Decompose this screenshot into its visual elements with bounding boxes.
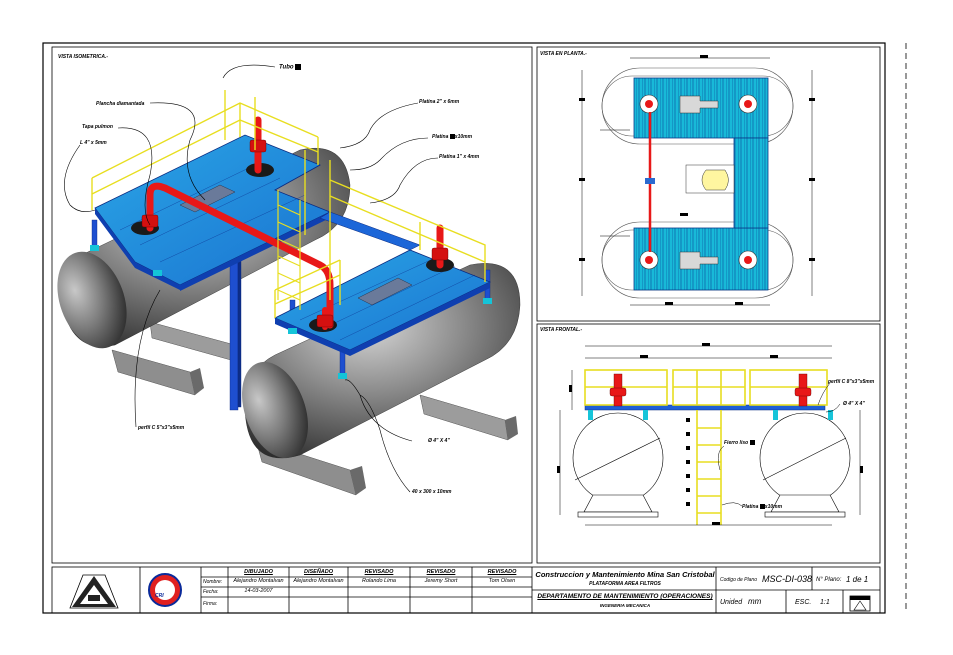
col-header-disenado: DISEÑADO — [303, 569, 334, 575]
front-callout-tubo: Ø 4" X 4" — [843, 401, 865, 407]
iso-leader-lines — [64, 64, 439, 493]
callout-platina-3: Platina 1" x 4mm — [439, 154, 480, 160]
front-callout-platina: Platina x10mm — [742, 503, 783, 510]
callout-perfil: perfil C 5"x3"x5mm — [138, 425, 185, 431]
callout-tapa: Tapa pulmon — [82, 124, 113, 130]
company-logo — [69, 574, 119, 609]
isometric-view — [57, 64, 521, 496]
callout-platina-2: Platina x10mm — [432, 133, 473, 140]
column-feet — [90, 245, 492, 379]
callout-plancha-base: 40 x 300 x 10mm — [412, 489, 452, 495]
department-sub: INGENERIA MECANICA — [599, 603, 651, 608]
project-title: Construccion y Mantenimiento Mina San Cr… — [535, 570, 715, 579]
units-value: mm — [748, 597, 762, 606]
sheet-label: N° Plano: — [816, 577, 842, 583]
callout-plancha: Plancha diamantada — [96, 101, 145, 107]
plan-code: MSC-DI-038 — [762, 574, 813, 584]
plan-view — [579, 55, 815, 306]
scale-value: 1:1 — [820, 599, 830, 606]
valves — [141, 139, 449, 328]
callout-angulo: L 4" x 5mm — [80, 140, 107, 146]
col-name-revisado-2: Jeremy Short — [424, 578, 458, 584]
logo2-text: SAN — [157, 585, 173, 592]
sheet-value: 1 de 1 — [846, 575, 869, 584]
col-date-dibujado: 14-03-2007 — [244, 588, 273, 594]
sheet-mark-icon — [849, 595, 871, 612]
col-header-dibujado: DIBUJADO — [244, 569, 273, 575]
row-label-fecha: Fecha: — [203, 589, 219, 595]
col-header-revisado-1: REVISADO — [364, 569, 394, 575]
units-label: Unided — [720, 599, 743, 606]
logo2-sub: CRI — [155, 593, 164, 599]
plan-code-label: Codigo de Plano — [720, 577, 757, 583]
title-block-frame — [51, 566, 881, 614]
col-name-disenado: Alejandro Montalvan — [293, 578, 344, 584]
row-label-firma: Firma: — [203, 601, 218, 607]
col-header-revisado-2: REVISADO — [426, 569, 456, 575]
ladder — [277, 190, 301, 310]
railings — [91, 90, 486, 318]
callout-platina-1: Platina 2" x 6mm — [419, 99, 460, 105]
plan-view-title: VISTA EN PLANTA.- — [540, 51, 587, 57]
col-name-dibujado: Alejandro Montalvan — [233, 578, 284, 584]
san-cristobal-logo — [148, 573, 182, 607]
front-view — [557, 343, 863, 526]
department: DEPARTAMENTO DE MANTENIMIENTO (OPERACION… — [537, 593, 713, 600]
plan-valves — [639, 94, 758, 270]
col-name-revisado-3: Tom Olsen — [488, 578, 516, 584]
col-name-revisado-1: Rolando Lima — [362, 578, 396, 584]
tank-right — [242, 263, 521, 459]
col-header-revisado-3: REVISADO — [487, 569, 517, 575]
callout-tubo: Tubo — [279, 64, 302, 71]
iso-view-title: VISTA ISOMETRICA.- — [58, 54, 108, 60]
row-label-nombre: Nombre: — [203, 579, 223, 585]
front-callout-fierro: Fierro liso — [724, 440, 755, 446]
scale-label: ESC. — [795, 599, 812, 606]
project-subtitle: PLATAFORMA AREA FILTROS — [589, 581, 661, 587]
front-view-title: VISTA FRONTAL.- — [540, 327, 583, 333]
front-callout-perfil: perfil C 8"x3"x5mm — [828, 379, 875, 385]
callout-tubo-4: Ø 4" X 4" — [428, 438, 450, 444]
